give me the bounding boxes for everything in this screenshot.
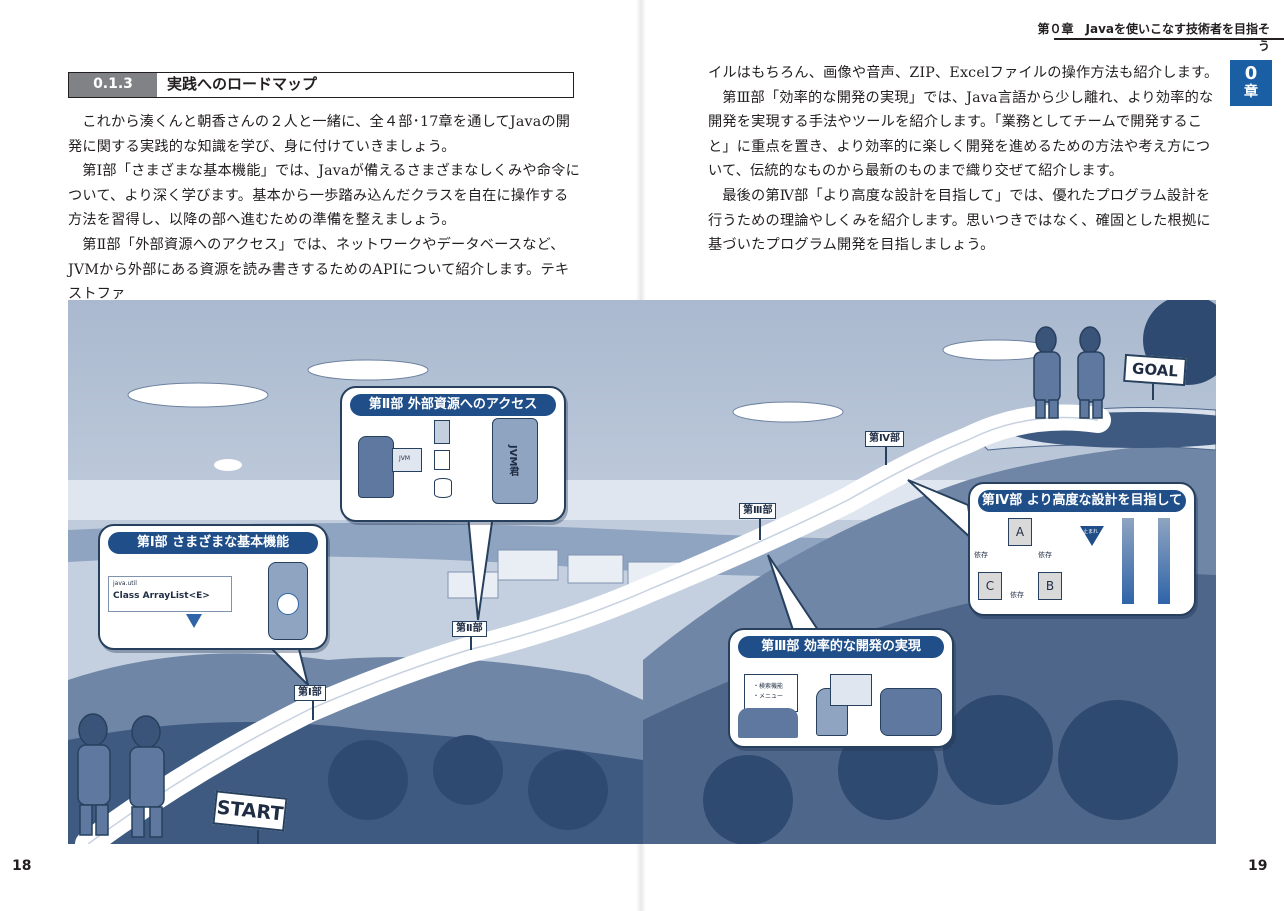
class-label: Class ArrayList<E> (113, 591, 210, 601)
section-number: 0.1.3 (69, 73, 157, 97)
app-window-icon (830, 674, 872, 706)
board-line-2: ・メニュー (753, 693, 784, 700)
right-paragraph-2: 第Ⅲ部「効率的な開発の実現」では、Java言語から少し離れ、より効率的な開発を実… (708, 89, 1214, 180)
chapter-tab: 0 章 (1230, 60, 1272, 106)
chapter-running-head: 第０章 Javaを使いこなす技術者を目指そう (1037, 22, 1270, 53)
monitor-label: JVM (399, 455, 411, 462)
goal-sign: GOAL (1123, 353, 1187, 387)
callout-part3: 第Ⅲ部 効率的な開発の実現 ・検索機能 ・メニュー (728, 628, 954, 748)
laptop-user-icon (880, 688, 942, 736)
callout-part3-title: 第Ⅲ部 効率的な開発の実現 (738, 636, 944, 658)
dep-label-bottom: 依存 (1010, 591, 1024, 599)
robot-arrow-left-icon (1122, 518, 1134, 604)
left-paragraph-1: これから湊くんと朝香さんの２人と一緒に、全４部･17章を通してJavaの開発に関… (68, 114, 571, 155)
left-paragraph-3: 第Ⅱ部「外部資源へのアクセス」では、ネットワークやデータベースなど、JVMから外… (68, 236, 570, 303)
robot-arrow-right-icon (1158, 518, 1170, 604)
whiteboard: ・検索機能 ・メニュー (744, 674, 798, 712)
header-rule (1054, 38, 1284, 40)
callout-part1-title: 第Ⅰ部 さまざまな基本機能 (108, 532, 318, 554)
section-title: 実践へのロードマップ (167, 75, 318, 93)
class-doc-box: java.util Class ArrayList<E> (108, 576, 232, 612)
dep-label-right: 依存 (1038, 551, 1052, 559)
node-c-label: C (985, 579, 995, 593)
left-paragraph-2: 第Ⅰ部「さまざまな基本機能」では、Javaが備えるさまざまなしくみや命令について… (68, 163, 580, 229)
callout-part1: 第Ⅰ部 さまざまな基本機能 java.util Class ArrayList<… (98, 524, 328, 650)
section-heading: 0.1.3 実践へのロードマップ (68, 72, 574, 98)
right-text-column: イルはもちろん、画像や音声、ZIP、Excelファイルの操作方法も紹介します。 … (708, 61, 1222, 258)
board-line-1: ・検索機能 (753, 683, 784, 690)
callout-part4: 第Ⅳ部 より高度な設計を目指して A C B 依存 依存 依存 止まれ (968, 482, 1196, 616)
roadmap-illustration: START GOAL 第Ⅰ部 第Ⅱ部 第Ⅲ部 第Ⅳ部 第Ⅰ部 さまざまな基本機能… (68, 300, 1216, 844)
callout-part2-title: 第Ⅱ部 外部資源へのアクセス (350, 394, 556, 416)
robot-label: JVM君 (507, 445, 518, 477)
stop-sign-icon (1080, 526, 1104, 546)
part2-sign: 第Ⅱ部 (452, 621, 487, 637)
package-label: java.util (113, 580, 137, 587)
database-icon (434, 478, 452, 498)
part4-sign: 第Ⅳ部 (865, 431, 904, 447)
robot-icon (268, 562, 308, 640)
left-text-column: これから湊くんと朝香さんの２人と一緒に、全４部･17章を通してJavaの開発に関… (68, 110, 582, 307)
node-b-label: B (1045, 579, 1055, 593)
dep-label-left: 依存 (974, 551, 988, 559)
part3-sign: 第Ⅲ部 (739, 503, 777, 519)
right-paragraph-1: イルはもちろん、画像や音声、ZIP、Excelファイルの操作方法も紹介します。 (708, 65, 1219, 81)
page-number-left: 18 (12, 858, 32, 874)
stop-sign-label: 止まれ (1083, 529, 1099, 535)
robot-icon: JVM君 (492, 418, 538, 504)
node-a-label: A (1015, 525, 1025, 539)
part1-sign: 第Ⅰ部 (294, 685, 326, 701)
right-paragraph-3: 最後の第Ⅳ部「より高度な設計を目指して」では、優れたプログラム設計を行うための理… (708, 187, 1211, 254)
server-icon (434, 420, 450, 444)
chapter-tab-unit: 章 (1244, 84, 1258, 100)
file-icon (434, 450, 450, 470)
down-arrow-icon (186, 614, 202, 628)
team-people-icon (738, 708, 798, 738)
node-c: C (978, 572, 1002, 600)
computer-monitor-icon: JVM (392, 448, 422, 472)
callout-part2: 第Ⅱ部 外部資源へのアクセス JVM JVM君 (340, 386, 566, 522)
page-number-right: 19 (1248, 858, 1268, 874)
callout-part4-title: 第Ⅳ部 より高度な設計を目指して (978, 490, 1186, 512)
node-b: B (1038, 572, 1062, 600)
chapter-tab-number: 0 (1244, 63, 1258, 84)
person-at-computer-icon (358, 436, 394, 498)
node-a: A (1008, 518, 1032, 546)
